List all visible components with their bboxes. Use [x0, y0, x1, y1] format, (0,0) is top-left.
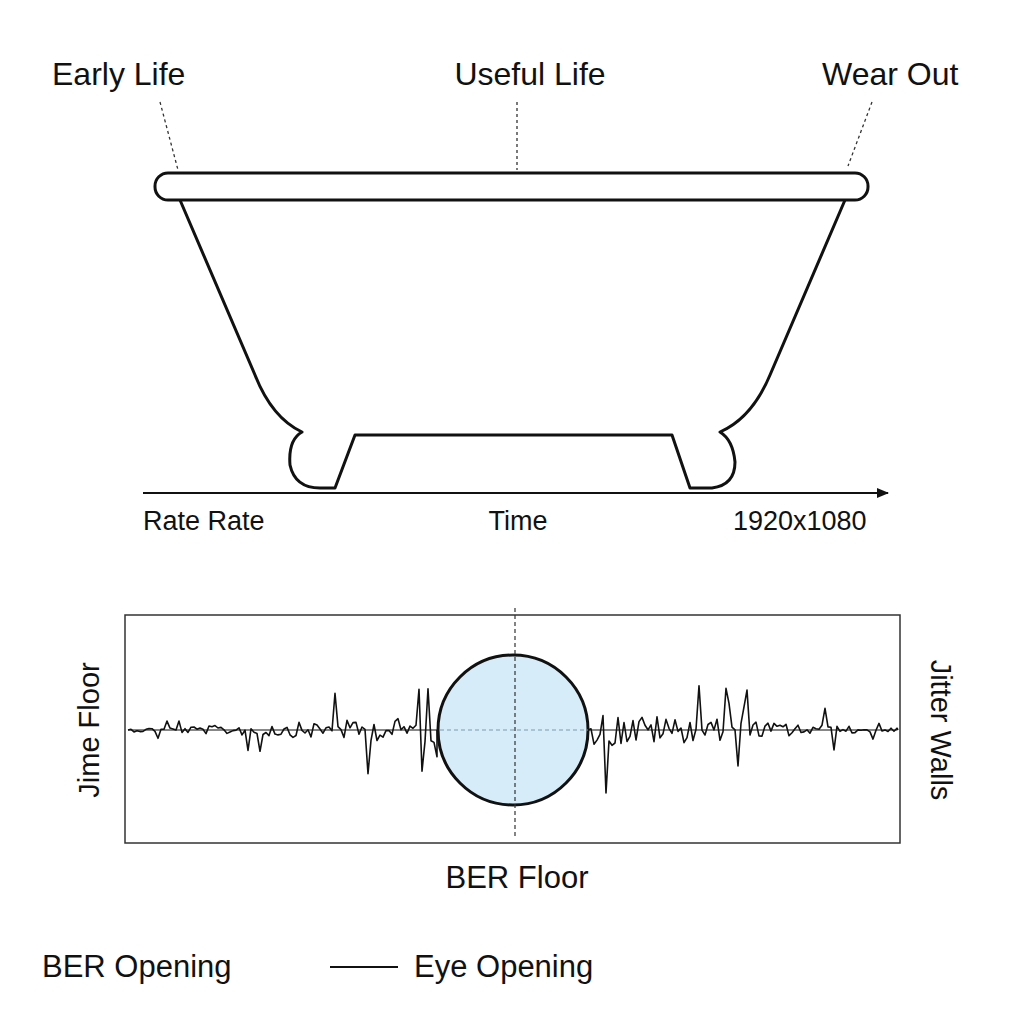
leader-lines [160, 102, 872, 170]
time-axis [143, 492, 888, 494]
legend-swatch [330, 966, 398, 968]
axis-label: 1920x1080 [733, 507, 867, 537]
eye-panel [125, 615, 900, 843]
phase-label: Early Life [52, 57, 185, 92]
legend-text: Eye Opening [414, 949, 593, 985]
phase-label: Wear Out [822, 57, 958, 92]
axis-label: Rate Rate [143, 507, 265, 537]
axis-label: Time [489, 507, 548, 537]
crosshair-vertical [514, 608, 515, 838]
panel-label: BER Floor [446, 861, 589, 895]
side-label: Jitter Walls [924, 660, 956, 801]
baseline [128, 729, 897, 730]
crosshair-horizontal [440, 730, 588, 731]
side-label: Jime Floor [74, 662, 106, 797]
legend-entry: Eye Opening [330, 949, 593, 985]
note-label: BER Opening [42, 950, 232, 984]
eye-opening-circle [438, 655, 588, 805]
phase-label: Useful Life [454, 57, 605, 92]
bathtub-curve [155, 173, 868, 488]
